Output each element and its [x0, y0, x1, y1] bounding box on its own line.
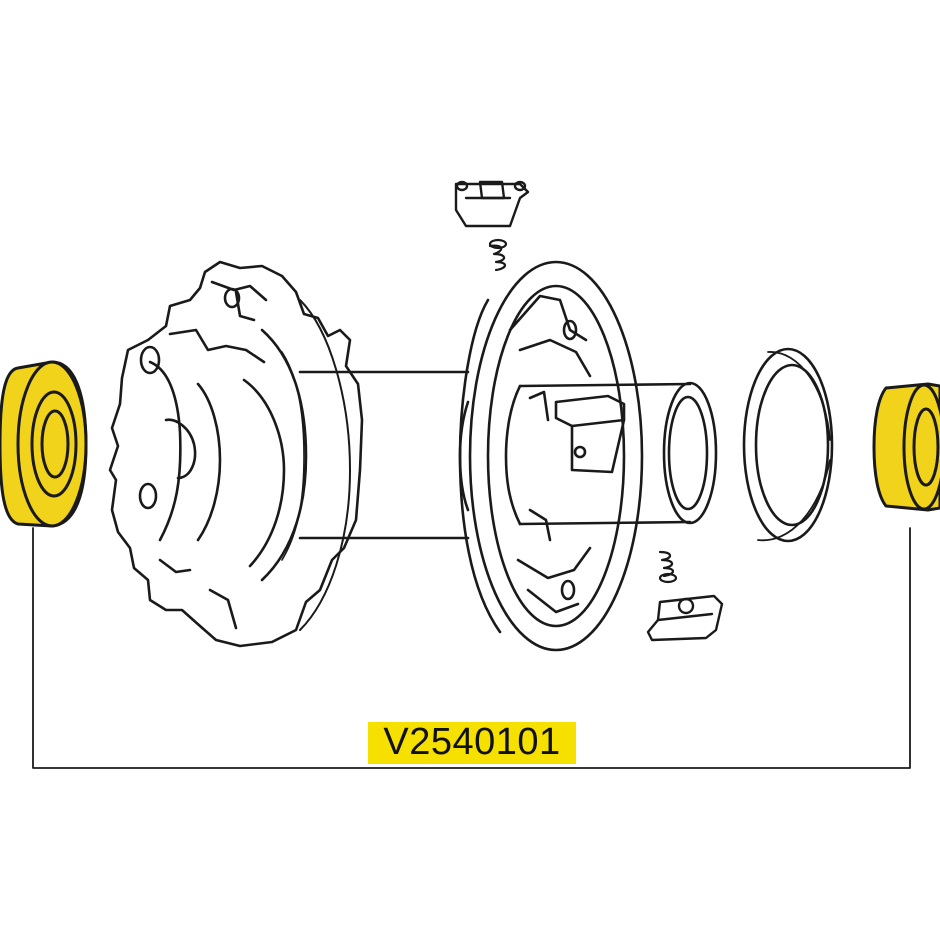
freehub-body	[504, 381, 718, 526]
seal-ring	[742, 347, 834, 543]
hub-right-flange	[458, 260, 644, 652]
top-spring	[488, 238, 508, 272]
part-number-highlight	[368, 722, 576, 764]
callout-line	[32, 527, 911, 769]
hub-shell	[260, 328, 470, 582]
left-bearing	[0, 360, 88, 528]
bottom-pawl	[646, 594, 724, 642]
right-bearing	[872, 382, 940, 512]
bottom-spring	[658, 550, 678, 584]
top-pawl	[454, 180, 530, 228]
part-number-label: V2540101	[383, 721, 561, 763]
hub-left-flange	[108, 260, 364, 648]
